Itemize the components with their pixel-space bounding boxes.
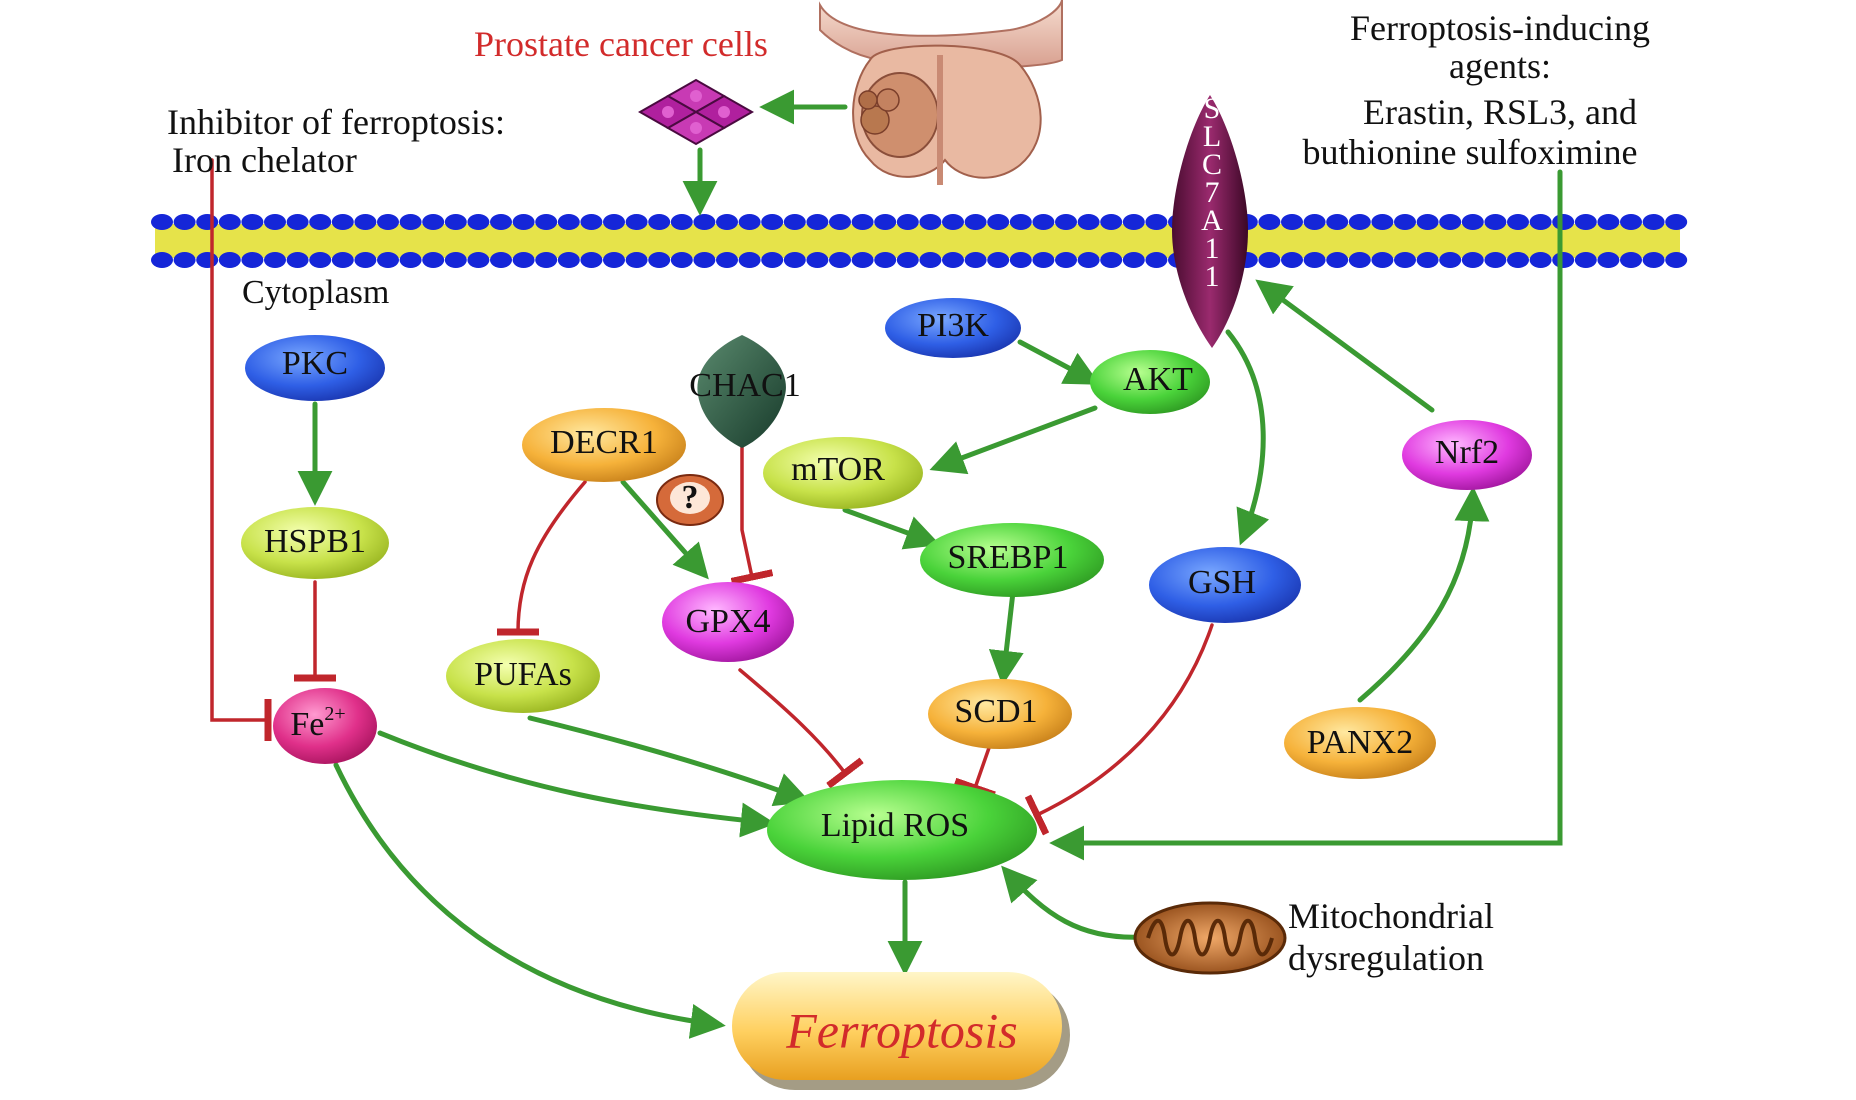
cancer-cell-cluster xyxy=(637,78,755,146)
question-mark-text: ? xyxy=(682,479,699,516)
inducers-label-line3: Erastin, RSL3, and xyxy=(1363,92,1637,132)
edge-srebp1-to-scd1 xyxy=(988,589,1024,686)
prostate-cells-label: Prostate cancer cells xyxy=(474,24,768,64)
node-panx2-label: PANX2 xyxy=(1307,724,1413,761)
node-pi3k: PI3K xyxy=(885,298,1021,358)
inducers-label-line4: buthionine sulfoximine xyxy=(1303,132,1638,172)
mito-label-line2: dysregulation xyxy=(1288,938,1484,978)
edge-decr1-to-gpx4 xyxy=(620,479,709,580)
node-panx2: PANX2 xyxy=(1284,707,1436,779)
pathway-edges xyxy=(210,89,1563,1039)
node-srebp1: SREBP1 xyxy=(920,523,1104,597)
node-fe-label: Fe2+ xyxy=(290,703,345,743)
edge-inducers-to-lipid-ros xyxy=(1049,169,1563,861)
edge-slc7a11-to-gsh xyxy=(1225,329,1270,546)
edge-mito-to-lipid-ros xyxy=(1001,865,1146,940)
node-pufas-label: PUFAs xyxy=(474,656,572,693)
node-scd1: SCD1 xyxy=(928,679,1072,749)
inducers-label-line1: Ferroptosis-inducing xyxy=(1350,8,1650,48)
node-gsh-label: GSH xyxy=(1188,564,1256,601)
edge-akt-to-mtor xyxy=(929,405,1098,475)
inhibitor-label-line1: Inhibitor of ferroptosis: xyxy=(167,102,505,142)
node-mitochondrion xyxy=(1133,901,1287,975)
edge-decr1-inhibits-pufas xyxy=(496,480,587,636)
node-pi3k-label: PI3K xyxy=(917,307,989,344)
node-gpx4-label: GPX4 xyxy=(685,603,770,640)
node-nrf2: Nrf2 xyxy=(1402,420,1532,490)
node-hspb1-label: HSPB1 xyxy=(264,523,366,560)
prostate-organ-illustration xyxy=(819,0,1063,185)
node-akt-label: AKT xyxy=(1123,361,1193,398)
node-akt: AKT xyxy=(1090,350,1210,414)
node-scd1-label: SCD1 xyxy=(954,693,1037,730)
edge-panx2-to-nrf2 xyxy=(1357,486,1490,703)
pathway-nodes: PKC HSPB1 Fe2+ DECR1 PUFAs CHAC1 ? xyxy=(241,92,1532,1090)
node-ferroptosis: Ferroptosis xyxy=(732,972,1070,1090)
cell-membrane xyxy=(151,214,1688,268)
inhibitor-label-line2: Iron chelator xyxy=(172,140,357,180)
node-srebp1-label: SREBP1 xyxy=(948,539,1069,576)
node-gsh: GSH xyxy=(1149,547,1301,623)
node-lipid-ros-label: Lipid ROS xyxy=(821,807,969,844)
mito-label-line1: Mitochondrial xyxy=(1288,896,1494,936)
edge-nrf2-to-slc7a11 xyxy=(1255,279,1435,413)
node-decr1: DECR1 xyxy=(522,408,686,482)
node-fe-base: Fe xyxy=(290,706,324,743)
question-mark-badge: ? xyxy=(656,474,724,526)
edge-pi3k-to-akt xyxy=(1017,339,1101,385)
node-pkc: PKC xyxy=(245,335,385,401)
edge-fe-to-ferroptosis xyxy=(333,762,726,1039)
cytoplasm-label: Cytoplasm xyxy=(242,274,389,311)
edge-chac1-inhibits-gpx4 xyxy=(730,443,774,585)
free-labels: Prostate cancer cells Inhibitor of ferro… xyxy=(167,8,1650,978)
edge-scd1-inhibits-lipid-ros xyxy=(954,743,996,799)
node-pkc-label: PKC xyxy=(282,345,348,382)
node-gpx4: GPX4 xyxy=(662,582,794,662)
edge-chelator-inhibits-fe xyxy=(210,158,272,741)
node-mtor: mTOR xyxy=(763,437,923,509)
node-chac1-label: CHAC1 xyxy=(689,367,800,404)
node-decr1-label: DECR1 xyxy=(550,424,658,461)
edge-pufas-to-lipid-ros xyxy=(527,715,811,807)
edge-mtor-to-srebp1 xyxy=(842,507,941,550)
node-fe-superscript: 2+ xyxy=(324,703,345,725)
node-pufas: PUFAs xyxy=(446,639,600,713)
node-lipid-ros: Lipid ROS xyxy=(767,780,1037,880)
edge-gsh-inhibits-lipid-ros xyxy=(1024,623,1214,836)
node-hspb1: HSPB1 xyxy=(241,507,389,579)
inducers-label-line2: agents: xyxy=(1449,46,1551,86)
node-mtor-label: mTOR xyxy=(791,451,885,488)
edge-gpx4-inhibits-lipid-ros xyxy=(738,668,864,789)
node-fe2plus: Fe2+ xyxy=(273,688,377,764)
node-nrf2-label: Nrf2 xyxy=(1435,434,1499,471)
node-chac1: CHAC1 xyxy=(689,335,801,448)
node-ferroptosis-label: Ferroptosis xyxy=(785,1002,1018,1058)
edge-fe-to-lipid-ros xyxy=(377,730,776,838)
